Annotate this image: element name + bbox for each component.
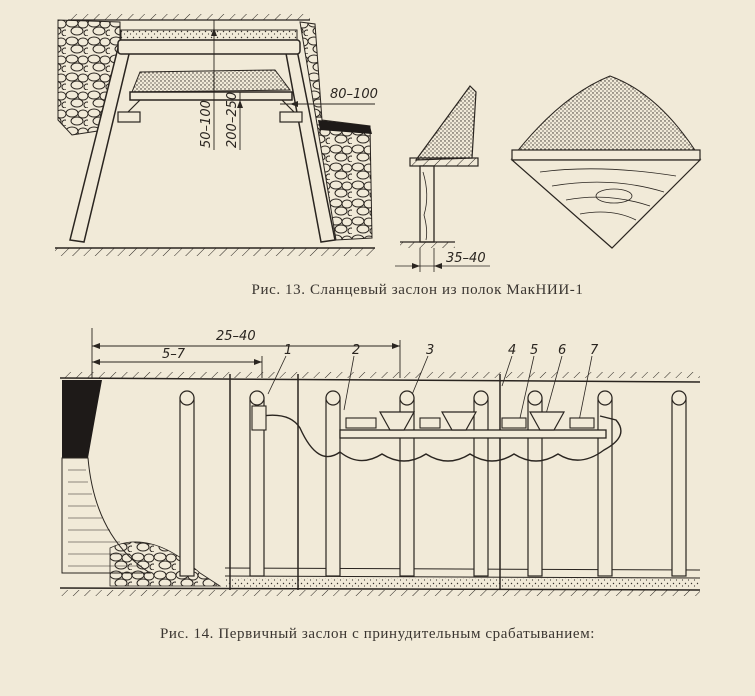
figure-13-drawing: 80–100 50–100 200–250 35–40 (55, 14, 702, 272)
fig13-dim-50-100: 50–100 (199, 100, 214, 148)
fig14-dim-25-40: 25–40 (216, 329, 256, 344)
gallery-section (59, 372, 701, 596)
fig13-dim-35-40: 35–40 (446, 251, 486, 266)
figure-14-drawing: 25–40 5–7 1 2 3 4 5 6 7 (59, 328, 701, 596)
figure-13-caption: Рис. 13. Сланцевый заслон из полок МакНИ… (251, 282, 584, 298)
figure-14-caption: Рис. 14. Первичный заслон с принудительн… (159, 626, 596, 642)
shelf-profile (395, 85, 490, 272)
fig14-label-2: 2 (352, 343, 360, 358)
tunnel-cross-section (55, 14, 375, 256)
fig14-label-7: 7 (590, 343, 599, 358)
shelf-with-dust-pile (510, 75, 702, 249)
fig13-dim-200-250: 200–250 (225, 92, 240, 148)
fig14-label-4: 4 (508, 343, 516, 358)
fig14-dim-5-7: 5–7 (162, 347, 186, 362)
fig14-label-6: 6 (558, 343, 566, 358)
fig14-label-1: 1 (284, 343, 292, 358)
fig14-dimensions (91, 328, 401, 378)
fig13-dim-80-100: 80–100 (330, 87, 378, 102)
fig14-label-3: 3 (426, 343, 434, 358)
fig14-label-5: 5 (530, 343, 538, 358)
